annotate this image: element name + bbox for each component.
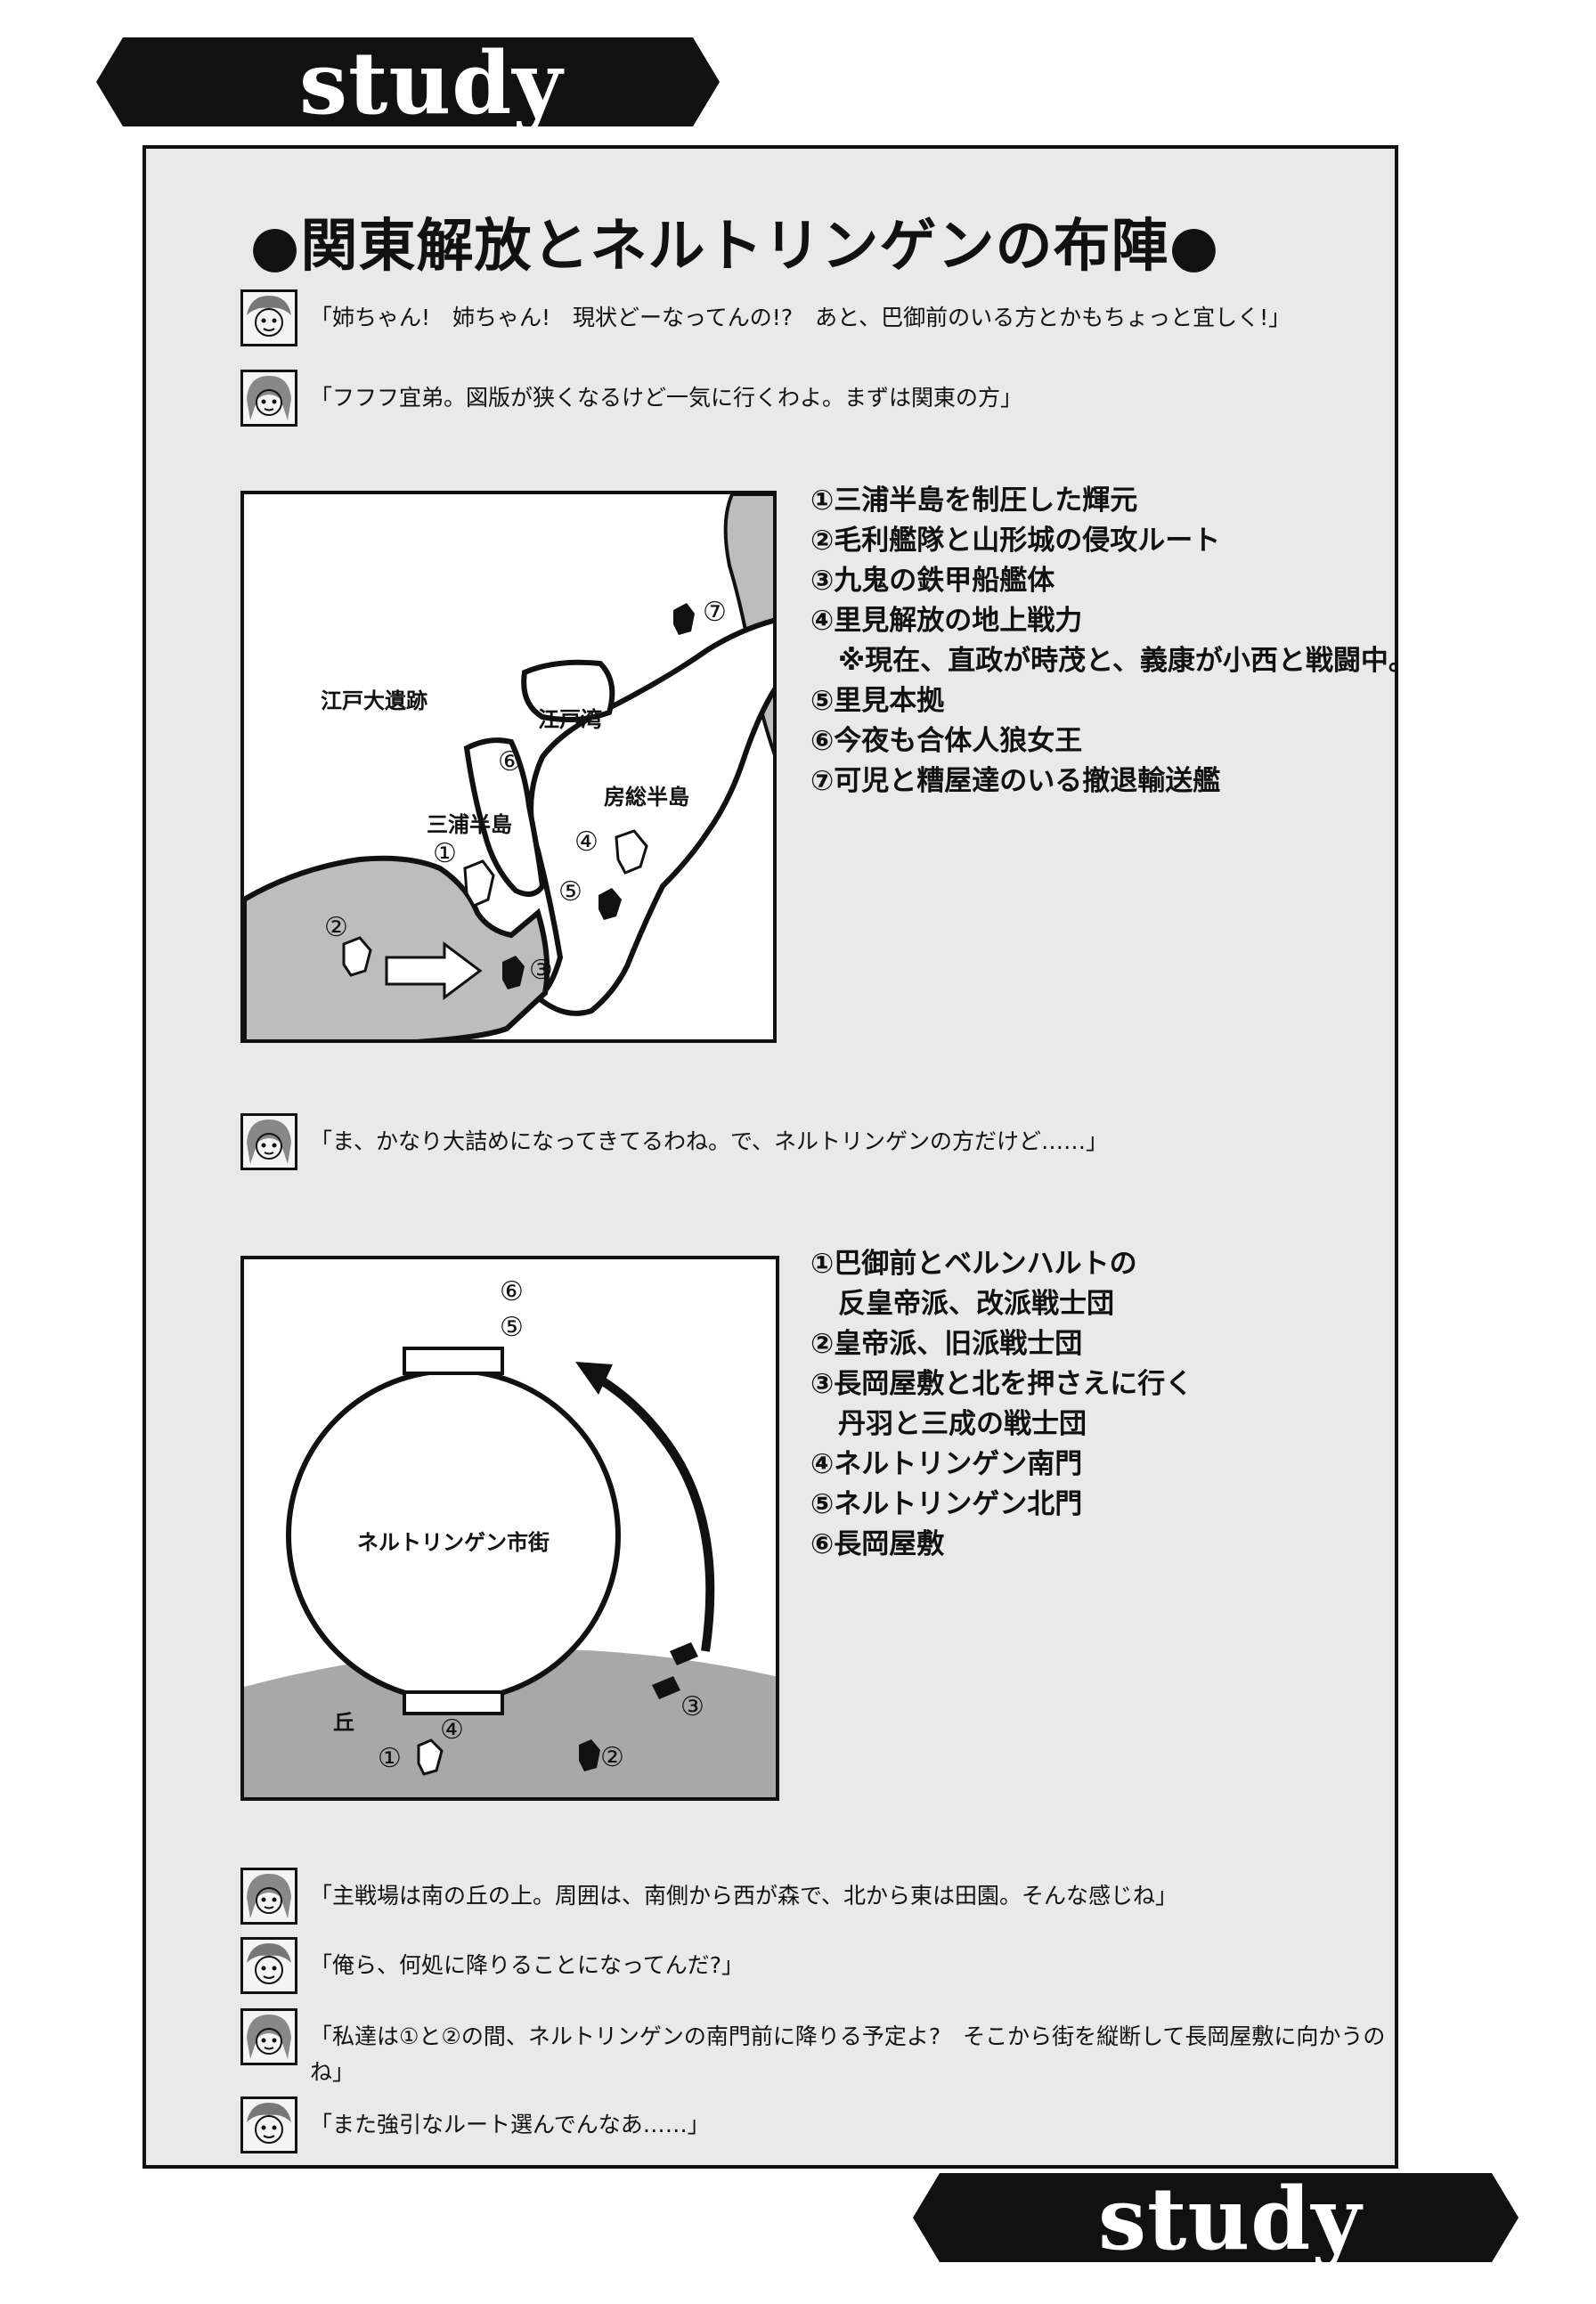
unit-2 xyxy=(579,1739,600,1771)
kanto-map-shapes xyxy=(244,494,773,1039)
dialogue-7: 「また強引なルート選んでんなあ……」 xyxy=(240,2096,710,2153)
label-city: ネルトリンゲン市街 xyxy=(357,1530,550,1555)
dialogue-3: 「ま、かなり大詰めになってきてるわね。で、ネルトリンゲンの方だけど……」 xyxy=(240,1113,1108,1170)
legend-item: 丹羽と三成の戦士団 xyxy=(810,1408,1087,1440)
legend-item: ⑥長岡屋敷 xyxy=(810,1528,945,1560)
legend-item: ②毛利艦隊と山形城の侵攻ルート xyxy=(810,525,1221,557)
unit-3a xyxy=(670,1642,698,1665)
ship-4-outline xyxy=(615,829,648,875)
avatar-girl-icon xyxy=(240,1868,297,1925)
marker-1: ① xyxy=(378,1743,402,1774)
dialogue-text: 「俺ら、何処に降りることになってんだ?」 xyxy=(310,1952,745,1978)
label-edo-bay: 江戸湾 xyxy=(538,707,602,732)
ship-2-outline xyxy=(342,936,372,977)
dialogue-4: 「主戦場は南の丘の上。周囲は、南側から西が森で、北から東は田園。そんな感じね」 xyxy=(240,1868,1177,1925)
southwest-land xyxy=(244,855,550,1039)
invasion-route-arrow xyxy=(385,941,483,1000)
ship-5-filled xyxy=(598,888,622,920)
dialogue-text: 「主戦場は南の丘の上。周囲は、南側から西が森で、北から東は田園。そんな感じね」 xyxy=(310,1883,1178,1909)
legend-item: ④ネルトリンゲン南門 xyxy=(810,1448,1083,1480)
ship-1-outline xyxy=(463,859,495,908)
marker-6: ⑥ xyxy=(500,1276,524,1307)
dialogue-text: 「ま、かなり大詰めになってきてるわね。で、ネルトリンゲンの方だけど……」 xyxy=(310,1128,1109,1154)
dialogue-text: 「また強引なルート選んでんなあ……」 xyxy=(310,2112,710,2137)
footer-label: study xyxy=(1098,2169,1363,2269)
legend-item: ⑦可児と糟屋達のいる撤退輸送艦 xyxy=(810,765,1221,797)
kanto-map: 江戸大遺跡 江戸湾 三浦半島 房総半島 ① ② ③ ④ ⑤ ⑥ ⑦ xyxy=(240,491,777,1043)
marker-4: ④ xyxy=(574,826,598,858)
south-gate xyxy=(403,1690,504,1715)
legend-item: 反皇帝派、改派戦士団 xyxy=(810,1288,1114,1320)
north-gate xyxy=(403,1347,504,1375)
nordlingen-legend: ①巴御前とベルンハルトの 反皇帝派、改派戦士団 ②皇帝派、旧派戦士団 ③長岡屋敷… xyxy=(810,1244,1193,1565)
label-boso: 房総半島 xyxy=(604,785,689,810)
dialogue-text: 「私達は①と②の間、ネルトリンゲンの南門前に降りる予定よ? そこから街を縦断して… xyxy=(310,2023,1386,2085)
footer-banner-shape xyxy=(913,2173,1519,2262)
footer-banner: study xyxy=(913,2155,1519,2280)
ship-3-filled xyxy=(502,956,525,989)
header-label: study xyxy=(299,33,564,134)
legend-item: ⑥今夜も合体人狼女王 xyxy=(810,725,1083,757)
legend-item: ①三浦半島を制圧した輝元 xyxy=(810,484,1138,517)
page-title: ●関東解放とネルトリンゲンの布陣● xyxy=(249,214,1220,280)
unit-3b xyxy=(652,1676,680,1699)
content-frame xyxy=(142,145,1398,2169)
legend-item: ④里見解放の地上戦力 xyxy=(810,605,1083,637)
hill-area xyxy=(244,1649,776,1797)
marker-3: ③ xyxy=(680,1691,704,1722)
label-hill: 丘 xyxy=(333,1710,354,1735)
marker-7: ⑦ xyxy=(703,597,727,628)
legend-item: ①巴御前とベルンハルトの xyxy=(810,1248,1137,1280)
header-banner: study xyxy=(96,20,720,144)
marker-2: ② xyxy=(600,1742,624,1773)
avatar-boy-icon xyxy=(240,2096,297,2153)
nordlingen-map-shapes xyxy=(244,1347,776,1797)
march-route-arrow xyxy=(598,1375,715,1652)
dialogue-5: 「俺ら、何処に降りることになってんだ?」 xyxy=(240,1937,744,1994)
dialogue-6: 「私達は①と②の間、ネルトリンゲンの南門前に降りる予定よ? そこから街を縦断して… xyxy=(240,2008,1414,2090)
march-route-arrowhead xyxy=(575,1362,613,1395)
edo-bay-outline xyxy=(521,659,615,722)
avatar-boy-icon xyxy=(240,1937,297,1994)
marker-5: ⑤ xyxy=(558,876,582,908)
avatar-girl-icon xyxy=(240,370,297,427)
avatar-girl-icon xyxy=(240,2008,297,2065)
legend-item: ③長岡屋敷と北を押さえに行く xyxy=(810,1368,1193,1400)
legend-item: ※現在、直政が時茂と、義康が小西と戦闘中。 xyxy=(810,645,1416,677)
marker-1: ① xyxy=(433,838,457,869)
marker-4: ④ xyxy=(440,1714,464,1746)
marker-2: ② xyxy=(324,912,348,943)
nordlingen-map: ネルトリンゲン市街 丘 ① ② ③ ④ ⑤ ⑥ xyxy=(240,1256,779,1801)
avatar-boy-icon xyxy=(240,289,297,346)
dialogue-2: 「フフフ宜弟。図版が狭くなるけど一気に行くわよ。まずは関東の方」 xyxy=(240,370,1022,427)
dialogue-text: 「フフフ宜弟。図版が狭くなるけど一気に行くわよ。まずは関東の方」 xyxy=(310,385,1023,411)
legend-item: ③九鬼の鉄甲船艦体 xyxy=(810,565,1055,597)
kanto-legend: ①三浦半島を制圧した輝元 ②毛利艦隊と山形城の侵攻ルート ③九鬼の鉄甲船艦体 ④… xyxy=(810,481,1416,802)
avatar-girl-icon xyxy=(240,1113,297,1170)
label-edo-ruins: 江戸大遺跡 xyxy=(321,688,428,713)
label-miura: 三浦半島 xyxy=(427,812,512,837)
unit-1 xyxy=(417,1738,444,1776)
legend-item: ②皇帝派、旧派戦士団 xyxy=(810,1328,1083,1360)
dialogue-text: 「姉ちゃん! 姉ちゃん! 現状どーなってんの!? あと、巴御前のいる方とかもちょ… xyxy=(310,305,1291,330)
miura-strip xyxy=(463,737,546,897)
legend-item: ⑤ネルトリンゲン北門 xyxy=(810,1488,1083,1520)
marker-5: ⑤ xyxy=(500,1312,524,1343)
legend-item: ⑤里見本拠 xyxy=(810,685,945,717)
marker-6: ⑥ xyxy=(498,746,522,777)
ship-7-filled xyxy=(673,603,695,635)
marker-3: ③ xyxy=(529,955,553,986)
header-banner-shape xyxy=(96,37,720,126)
dialogue-1: 「姉ちゃん! 姉ちゃん! 現状どーなってんの!? あと、巴御前のいる方とかもちょ… xyxy=(240,289,1291,346)
